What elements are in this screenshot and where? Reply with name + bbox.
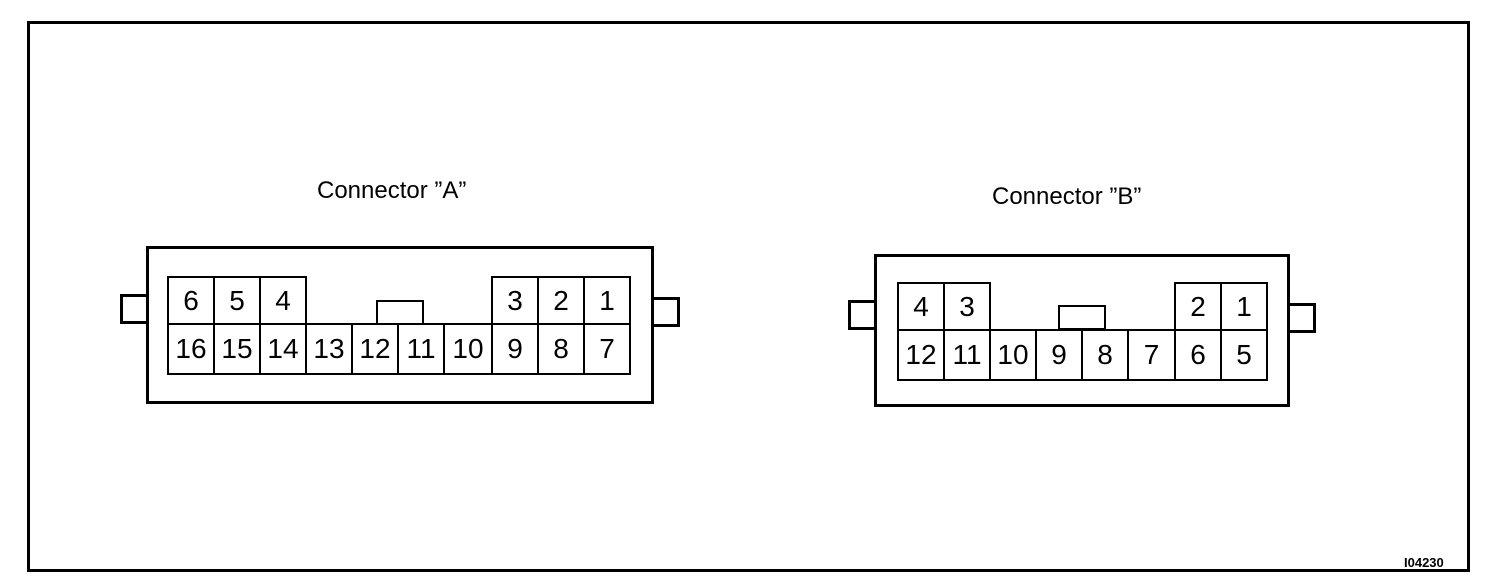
connector-b-right-latch [1286,303,1316,333]
connector-b-pin: 5 [1220,329,1268,381]
connector-b-pin: 3 [943,282,991,331]
connector-b-pin: 11 [943,329,991,381]
connector-a-lock-key [376,300,424,325]
connector-b-pin: 7 [1127,329,1176,381]
connector-a-pin: 11 [397,323,445,375]
connector-a-pin: 12 [351,323,399,375]
connector-b-pin: 10 [989,329,1037,381]
connector-a-pin: 7 [583,323,631,375]
connector-a-pin: 14 [259,323,307,375]
connector-a-pin: 3 [491,276,539,325]
connector-b-pin: 1 [1220,282,1268,331]
connector-a-left-latch [120,294,150,324]
connector-a-right-latch [650,297,680,327]
connector-a-pin: 4 [259,276,307,325]
connector-b-pin: 8 [1081,329,1129,381]
figure-code: I04230 [1404,555,1444,570]
connector-a-pin: 6 [167,276,215,325]
connector-b-pin: 12 [897,329,945,381]
connector-b-lock-key [1058,305,1106,330]
connector-b-pin: 2 [1174,282,1222,331]
connector-b-pin: 6 [1174,329,1222,381]
connector-a-pin: 16 [167,323,215,375]
connector-a-pin: 10 [443,323,493,375]
connector-a-title: Connector ”A” [317,177,467,204]
connector-a-pin: 9 [491,323,539,375]
connector-b-pin: 9 [1035,329,1083,381]
connector-a-pin: 2 [537,276,585,325]
connector-a-pin: 13 [305,323,353,375]
diagram-frame [27,21,1470,572]
connector-a-pin: 15 [213,323,261,375]
connector-a-pin: 8 [537,323,585,375]
connector-b-title: Connector ”B” [992,183,1142,210]
connector-b-pin: 4 [897,282,945,331]
connector-a-pin: 1 [583,276,631,325]
connector-a-pin: 5 [213,276,261,325]
